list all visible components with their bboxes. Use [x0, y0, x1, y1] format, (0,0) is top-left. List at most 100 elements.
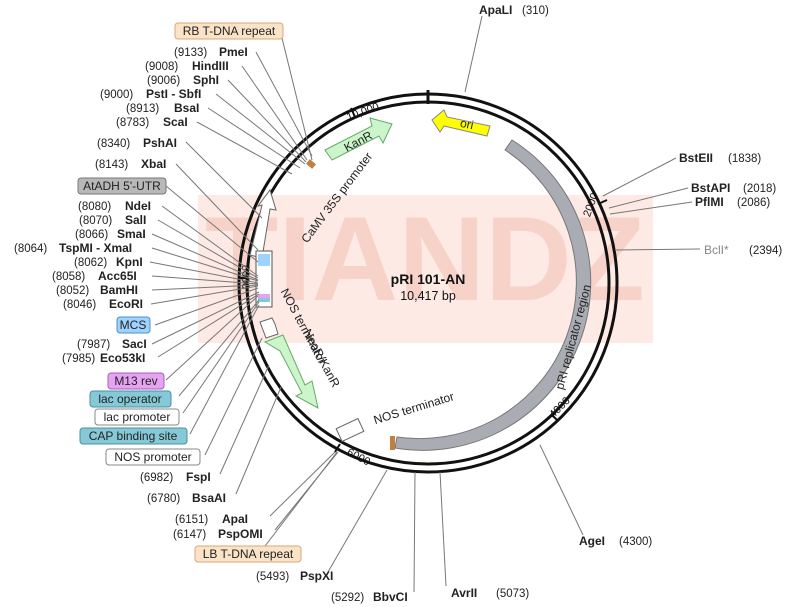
site-hindiii-pos: (9008) — [145, 61, 178, 73]
m13-rev-box — [107, 372, 165, 390]
site-bsteii-pos: (1838) — [728, 153, 761, 165]
site-tspmi-name: TspMI - XmaI — [59, 241, 132, 255]
site-sali-pos: (8070) — [79, 215, 112, 227]
site-ecori-name: EcoRI — [109, 297, 143, 311]
site-bsaai-name: BsaAI — [192, 491, 226, 505]
site-bsai-pos: (8913) — [126, 103, 159, 115]
neor-arrow — [263, 334, 319, 409]
site-kpni-name: KpnI — [116, 255, 143, 269]
site-bbvci-name: BbvCI — [373, 590, 408, 604]
site-fspi-name: FspI — [186, 470, 211, 484]
lac-promoter-label: lac promoter — [104, 410, 171, 424]
site-pspomi-name: PspOMI — [218, 527, 263, 541]
site-eco53ki-pos: (7985) — [62, 353, 95, 365]
site-fspi-pos: (6982) — [140, 472, 173, 484]
site-bcli-name: BclI* — [704, 243, 729, 257]
camv-arrow — [249, 188, 277, 259]
tick-2000-mark — [597, 199, 608, 205]
mcs-fill — [258, 254, 270, 266]
site-bstapi-pos: (2018) — [743, 183, 776, 195]
site-psti-pos: (9000) — [100, 89, 133, 101]
m13-fill — [258, 294, 270, 298]
site-bcli-pos: (2394) — [749, 245, 782, 257]
site-ndei-name: NdeI — [125, 199, 151, 213]
site-xbai-pos: (8143) — [95, 159, 128, 171]
nos-terminator-box — [335, 417, 365, 443]
ori-arrow — [431, 109, 491, 137]
site-avrii-name: AvrII — [451, 586, 477, 600]
site-hindiii-name: HindIII — [192, 59, 229, 73]
tick-10000-mark — [350, 107, 356, 118]
site-bamhi-name: BamHI — [100, 283, 138, 297]
kanr-label: KanR — [342, 128, 375, 155]
cap-binding-box — [79, 427, 188, 445]
mcs-box — [116, 316, 151, 334]
site-ndei-pos: (8080) — [78, 201, 111, 213]
m13-rev-label: M13 rev — [114, 374, 157, 388]
site-pmei-name: PmeI — [219, 45, 248, 59]
lb-tdna-label: LB T-DNA repeat — [203, 547, 294, 561]
nos-terminator-bottom-label: NOS terminator — [372, 389, 456, 427]
mcs-label: MCS — [120, 318, 147, 332]
cap-binding-label: CAP binding site — [89, 429, 178, 443]
tick-6000-mark — [334, 443, 341, 453]
kanr-arrow — [324, 117, 393, 161]
site-scai-pos: (8783) — [116, 117, 149, 129]
lac-operator-box — [89, 390, 172, 408]
site-apali-pos: (310) — [522, 5, 549, 17]
site-pspxi-pos: (5493) — [256, 571, 289, 583]
plasmid-name: pRI 101-AN — [391, 271, 466, 287]
site-acc65i-name: Acc65I — [98, 269, 137, 283]
site-avrii-pos: (5073) — [496, 588, 529, 600]
ori-label: ori — [459, 116, 475, 132]
site-bstapi-name: BstAPI — [691, 181, 730, 195]
site-pflmi-pos: (2086) — [737, 197, 770, 209]
site-pflmi-name: PflMI — [695, 195, 724, 209]
lb-tdna-box — [194, 545, 302, 563]
site-sphi-pos: (9006) — [147, 75, 180, 87]
lb-marker — [390, 436, 395, 450]
site-psti-name: PstI - SbfI — [146, 87, 201, 101]
site-ecori-pos: (8046) — [63, 299, 96, 311]
site-saci-name: SacI — [122, 337, 147, 351]
site-smai-name: SmaI — [117, 227, 146, 241]
nos-promoter-label: NOS promoter — [114, 450, 191, 464]
site-apai-name: ApaI — [222, 512, 248, 526]
site-apai-pos: (6151) — [175, 514, 208, 526]
atadh-box — [77, 177, 167, 195]
nos-promoter-box — [105, 448, 201, 466]
site-agei-name: AgeI — [579, 534, 605, 548]
lac-operator-label: lac operator — [98, 392, 161, 406]
lac-fill — [258, 298, 270, 302]
tick-4000-mark — [550, 413, 559, 422]
site-kpni-pos: (8062) — [74, 257, 107, 269]
nos-promoter-arrow — [259, 317, 279, 339]
lac-promoter-box — [94, 408, 180, 426]
plasmid-size: 10,417 bp — [400, 289, 456, 303]
site-pspxi-name: PspXI — [300, 569, 333, 583]
site-bsaai-pos: (6780) — [147, 493, 180, 505]
site-tspmi-pos: (8064) — [14, 243, 47, 255]
site-bsteii-name: BstEII — [679, 151, 713, 165]
site-sali-name: SalI — [125, 213, 146, 227]
site-pshai-pos: (8340) — [97, 138, 130, 150]
rb-marker — [306, 159, 316, 169]
site-pmei-pos: (9133) — [174, 47, 207, 59]
site-smai-pos: (8066) — [75, 229, 108, 241]
site-eco53ki-name: Eco53kI — [100, 351, 145, 365]
site-xbai-name: XbaI — [141, 157, 166, 171]
site-apali-name: ApaLI — [479, 3, 512, 17]
site-pshai-name: PshAI — [143, 136, 177, 150]
site-scai-name: ScaI — [163, 115, 188, 129]
site-sphi-name: SphI — [193, 73, 219, 87]
site-bamhi-pos: (8052) — [56, 285, 89, 297]
tick-6000: 6000 — [345, 446, 372, 468]
atadh-label: AtADH 5'-UTR — [83, 179, 161, 193]
rb-tdna-label: RB T-DNA repeat — [183, 24, 276, 38]
site-agei-pos: (4300) — [619, 536, 652, 548]
site-acc65i-pos: (8058) — [52, 271, 85, 283]
site-saci-pos: (7987) — [77, 339, 110, 351]
site-pspomi-pos: (6147) — [173, 529, 206, 541]
